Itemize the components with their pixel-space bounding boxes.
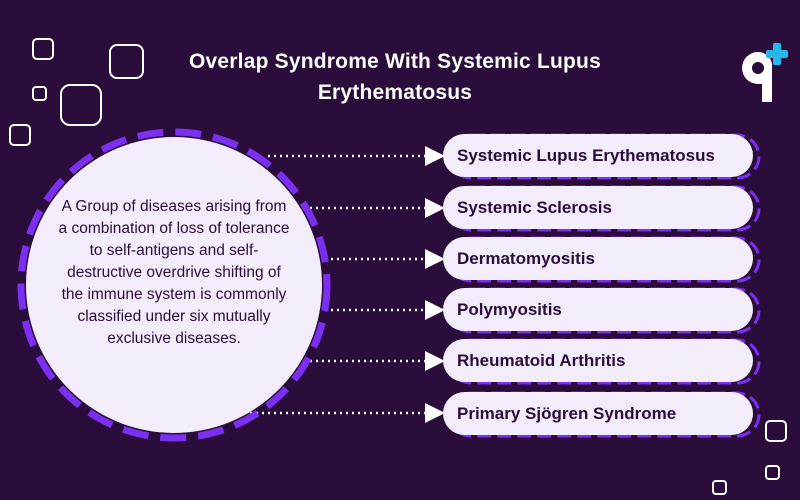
decorative-square: [712, 480, 727, 495]
page-title: Overlap Syndrome With Systemic Lupus Ery…: [150, 46, 640, 108]
decorative-square: [109, 44, 144, 79]
center-circle: [26, 137, 322, 433]
decorative-square: [9, 124, 31, 146]
disease-label: Polymyositis: [457, 299, 562, 319]
decorative-square: [32, 38, 54, 60]
center-circle-ring: [17, 128, 331, 442]
title-line-1: Overlap Syndrome With Systemic Lupus: [189, 50, 601, 73]
disease-label: Primary Sjögren Syndrome: [457, 403, 677, 423]
disease-pill-systemic-sclerosis: Systemic Sclerosis: [443, 186, 753, 229]
title-line-2: Erythematosus: [317, 81, 473, 104]
disease-label: Rheumatoid Arthritis: [457, 350, 626, 370]
disease-pill-dermatomyositis: Dermatomyositis: [443, 237, 753, 280]
disease-pill-rheumatoid-arthritis: Rheumatoid Arthritis: [443, 339, 753, 382]
decorative-square: [32, 86, 47, 101]
disease-label: Systemic Lupus Erythematosus: [457, 145, 715, 165]
disease-pill-sjogren: Primary Sjögren Syndrome: [443, 392, 753, 435]
disease-label: Systemic Sclerosis: [457, 197, 612, 217]
center-description: A Group of diseases arising from a combi…: [58, 198, 290, 347]
decorative-square: [765, 420, 787, 442]
decorative-square: [765, 465, 780, 480]
decorative-square: [60, 84, 102, 126]
disease-label: Dermatomyositis: [457, 248, 595, 268]
disease-pill-sle: Systemic Lupus Erythematosus: [443, 134, 753, 177]
plus-logo-icon: [742, 43, 788, 102]
disease-pill-polymyositis: Polymyositis: [443, 288, 753, 331]
